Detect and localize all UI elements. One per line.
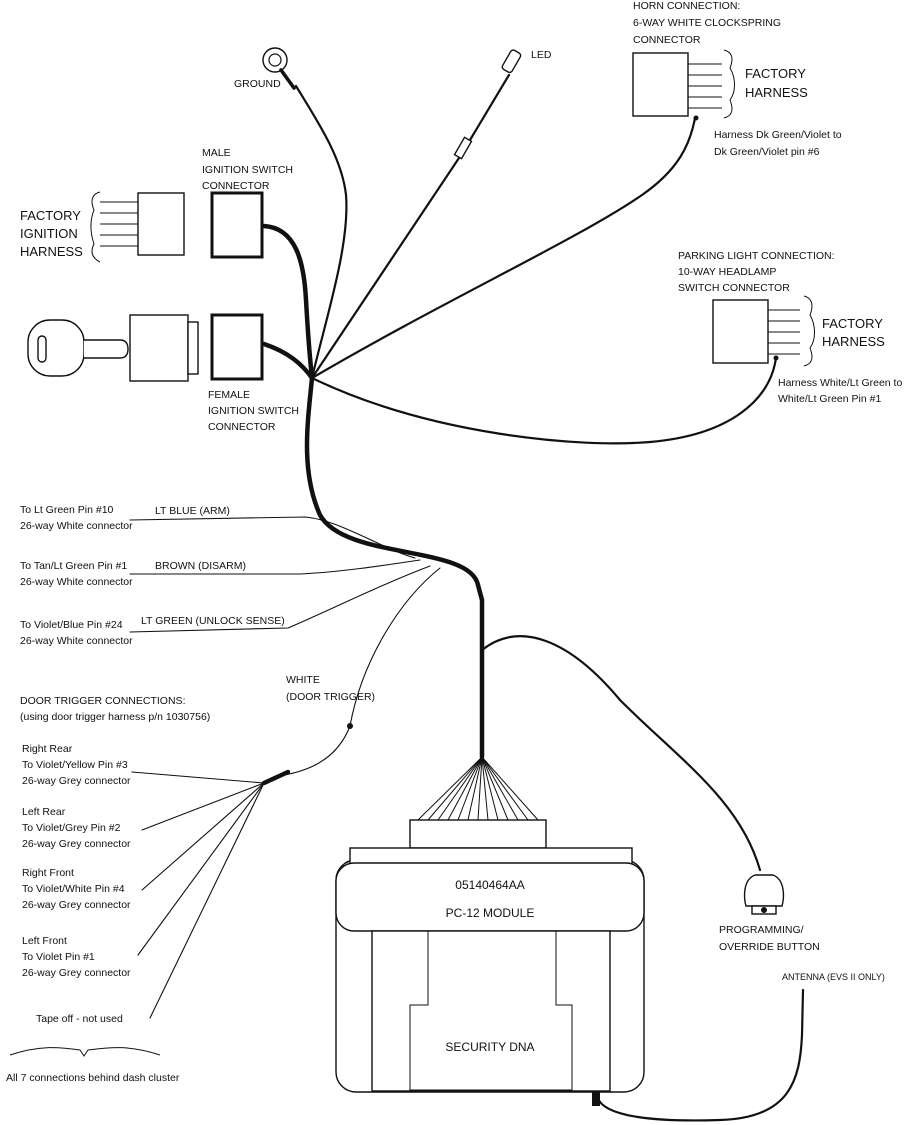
antenna-wire (595, 988, 805, 1122)
tape-off-label: Tape off - not used (36, 1013, 123, 1025)
led-wire-lower (310, 156, 461, 380)
ignition-switch (129, 314, 199, 382)
ignition-key (27, 319, 129, 377)
right-front-line2: To Violet/White Pin #4 (22, 883, 125, 895)
module-part-number: 05140464AA (455, 878, 524, 892)
disarm-target-line1: To Tan/Lt Green Pin #1 (20, 560, 127, 572)
led-label: LED (531, 49, 552, 61)
module-name: PC-12 MODULE (446, 906, 535, 920)
disarm-target-line2: 26-way White connector (20, 576, 133, 588)
door-trigger-brace (9, 1047, 161, 1057)
white-wire-label-line1: WHITE (286, 674, 320, 686)
left-rear-wire (141, 782, 265, 831)
led-wire (468, 73, 511, 142)
left-rear-line1: Left Rear (22, 806, 66, 818)
parking-light-wire (310, 356, 778, 445)
door-trigger-title-line2: (using door trigger harness p/n 1030756) (20, 711, 210, 723)
unlock-target-line1: To Violet/Blue Pin #24 (20, 619, 123, 631)
disarm-wire-label: BROWN (DISARM) (155, 560, 246, 572)
parking-factory-line2: HARNESS (822, 334, 885, 349)
parking-note-line2: White/Lt Green Pin #1 (778, 393, 881, 405)
programming-override-button (743, 874, 785, 915)
antenna-label: ANTENNA (EVS II ONLY) (782, 972, 885, 982)
door-trigger-harness (261, 769, 291, 786)
horn-title-line1: HORN CONNECTION: (633, 0, 740, 12)
left-front-line2: To Violet Pin #1 (22, 951, 95, 963)
ground-label: GROUND (234, 78, 281, 90)
right-rear-line1: Right Rear (22, 743, 73, 755)
parking-title-line2: 10-WAY HEADLAMP (678, 266, 776, 278)
horn-note-line1: Harness Dk Green/Violet to (714, 129, 842, 141)
security-dna-label: SECURITY DNA (445, 1040, 534, 1054)
left-front-line3: 26-way Grey connector (22, 967, 131, 979)
led-component (453, 49, 522, 160)
pc12-module (335, 819, 645, 1106)
all-seven-connections-label: All 7 connections behind dash cluster (6, 1072, 180, 1084)
factory-ignition-line2: IGNITION (20, 226, 78, 241)
right-front-line3: 26-way Grey connector (22, 899, 131, 911)
left-front-line1: Left Front (22, 935, 67, 947)
horn-wire (310, 116, 697, 380)
programming-label-line1: PROGRAMMING/ (719, 924, 804, 936)
tape-off-wire (149, 782, 265, 1019)
headlamp-switch-connector (712, 295, 815, 367)
programming-label-line2: OVERRIDE BUTTON (719, 941, 820, 953)
parking-title-line3: SWITCH CONNECTOR (678, 282, 790, 294)
factory-ignition-line1: FACTORY (20, 208, 81, 223)
unlock-wire-label: LT GREEN (UNLOCK SENSE) (141, 615, 285, 627)
parking-factory-line1: FACTORY (822, 316, 883, 331)
arm-target-line1: To Lt Green Pin #10 (20, 504, 114, 516)
horn-title-line2: 6-WAY WHITE CLOCKSPRING (633, 17, 781, 29)
parking-title-line1: PARKING LIGHT CONNECTION: (678, 250, 835, 262)
right-rear-wire (131, 771, 265, 784)
white-wire-label-line2: (DOOR TRIGGER) (286, 691, 375, 703)
horn-title-line3: CONNECTOR (633, 34, 701, 46)
door-trigger-wire (279, 567, 441, 777)
left-rear-line3: 26-way Grey connector (22, 838, 131, 850)
right-front-line1: Right Front (22, 867, 74, 879)
main-harness-trunk (304, 375, 485, 760)
left-rear-line2: To Violet/Grey Pin #2 (22, 822, 121, 834)
female-ignition-connector (210, 313, 264, 381)
door-trigger-title-line1: DOOR TRIGGER CONNECTIONS: (20, 695, 185, 707)
horn-factory-line2: HARNESS (745, 85, 808, 100)
right-rear-line2: To Violet/Yellow Pin #3 (22, 759, 128, 771)
programming-button-wire (480, 635, 762, 872)
horn-factory-line1: FACTORY (745, 66, 806, 81)
unlock-target-line2: 26-way White connector (20, 635, 133, 647)
male-label-line1: MALE (202, 147, 231, 159)
male-label-line2: IGNITION SWITCH (202, 164, 293, 176)
arm-target-line2: 26-way White connector (20, 520, 133, 532)
parking-note-line1: Harness White/Lt Green to (778, 377, 902, 389)
ground-wire (294, 84, 348, 380)
male-ignition-connector (210, 191, 264, 259)
horn-note-line2: Dk Green/Violet pin #6 (714, 146, 820, 158)
unlock-wire (129, 565, 431, 633)
module-wire-fan (417, 756, 539, 821)
right-rear-line3: 26-way Grey connector (22, 775, 131, 787)
arm-wire (129, 516, 416, 559)
factory-ignition-line3: HARNESS (20, 244, 83, 259)
male-ignition-wire (261, 223, 315, 381)
ground-ring-terminal (262, 47, 296, 90)
right-front-wire (141, 782, 265, 891)
female-label-line2: IGNITION SWITCH (208, 405, 299, 417)
horn-clockspring-connector (632, 49, 735, 121)
door-trigger-splice-dot (347, 723, 353, 729)
arm-wire-label: LT BLUE (ARM) (155, 505, 230, 517)
left-front-wire (137, 782, 265, 956)
male-label-line3: CONNECTOR (202, 180, 270, 192)
factory-ignition-harness (90, 191, 185, 263)
disarm-wire (129, 559, 421, 575)
female-label-line1: FEMALE (208, 389, 250, 401)
female-ignition-wire (261, 341, 315, 381)
female-label-line3: CONNECTOR (208, 421, 276, 433)
